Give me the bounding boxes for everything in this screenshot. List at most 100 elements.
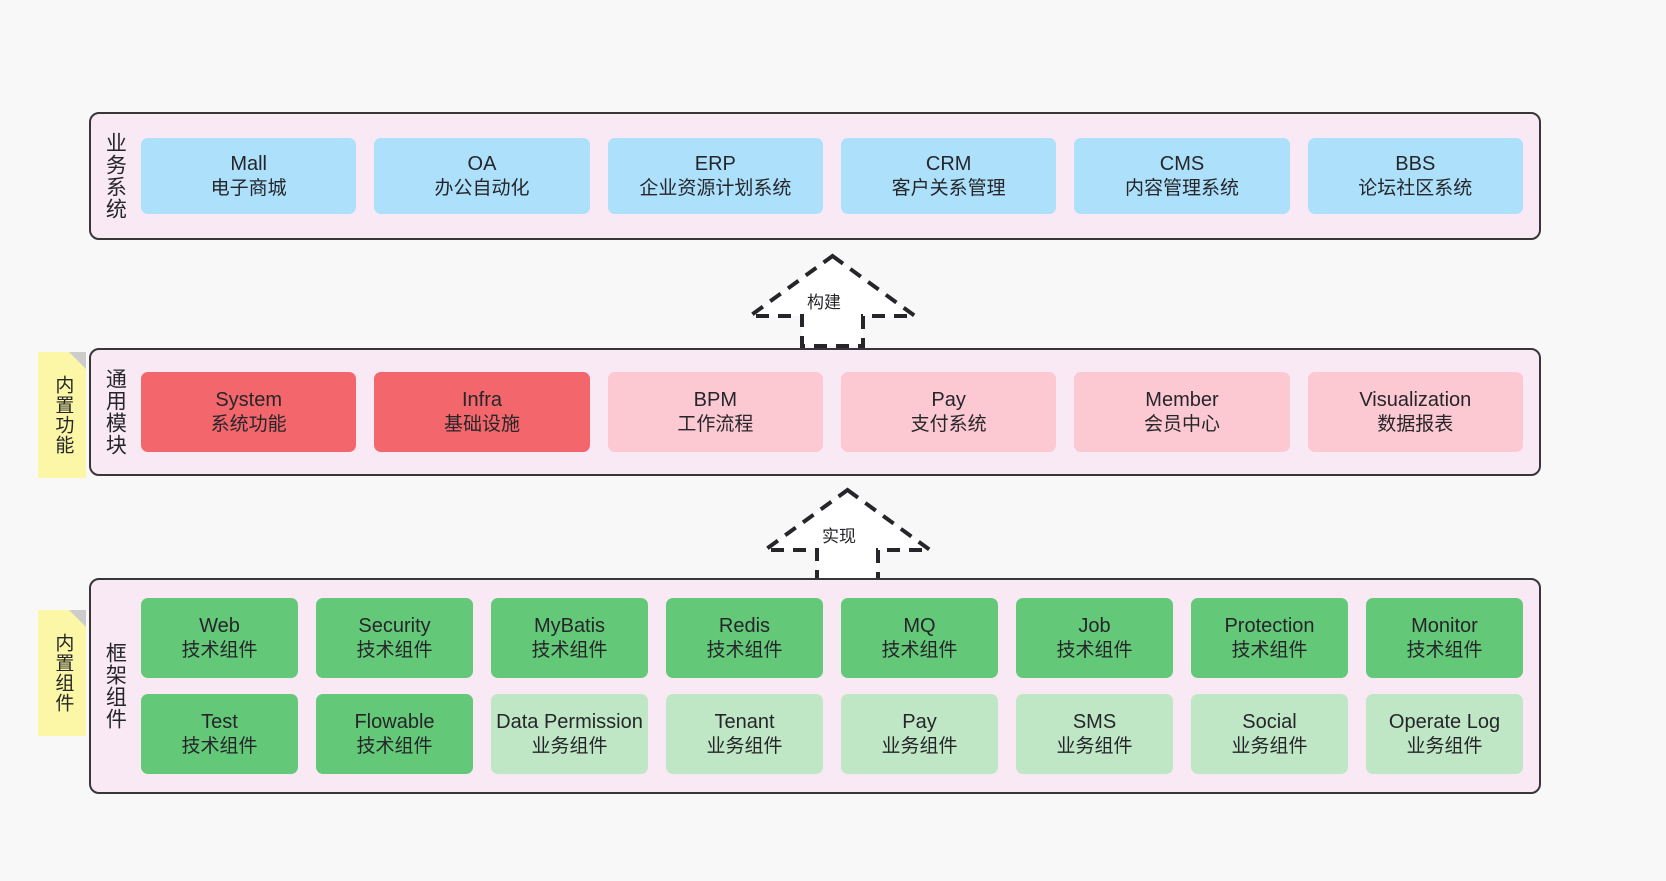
module-card-member[interactable]: Member 会员中心 [1074,372,1290,452]
component-card-social[interactable]: Social 业务组件 [1191,694,1348,774]
module-card-title: Member [1145,389,1219,412]
connector-implement-arrow [760,487,935,582]
module-card-subtitle: 数据报表 [1377,413,1454,435]
component-card-title: SMS [1072,711,1117,734]
connector-implement-label: 实现 [822,527,856,546]
connector-build-label: 构建 [807,293,841,312]
note-label: 内置功能 [52,375,74,455]
note-builtin-components[interactable]: 内置组件 [38,610,86,736]
component-card-mybatis[interactable]: MyBatis 技术组件 [491,598,648,678]
module-card-title: BPM [693,389,737,412]
component-card-test[interactable]: Test 技术组件 [141,694,298,774]
component-card-title: Web [199,615,240,638]
module-card-title: Pay [931,389,966,412]
module-card-bpm[interactable]: BPM 工作流程 [607,372,823,452]
component-card-title: Job [1078,615,1111,638]
component-card-title: Data Permission [496,711,643,734]
layer-body-common-modules: System 系统功能 Infra 基础设施 BPM 工作流程 Pay 支付系统… [137,350,1539,474]
module-card-subtitle: 工作流程 [677,413,754,435]
component-card-redis[interactable]: Redis 技术组件 [666,598,823,678]
component-card-title: MyBatis [533,615,606,638]
layer-row: Test 技术组件 Flowable 技术组件 Data Permission … [141,694,1523,774]
module-card-mall[interactable]: Mall 电子商城 [141,138,357,214]
module-card-crm[interactable]: CRM 客户关系管理 [840,138,1057,214]
component-card-title: Social [1242,711,1297,734]
module-card-bbs[interactable]: BBS 论坛社区系统 [1307,138,1523,214]
component-card-subtitle: 技术组件 [881,639,958,661]
component-card-data-permission[interactable]: Data Permission 业务组件 [491,694,648,774]
layer-title-business-system: 业务系统 [103,132,127,220]
component-card-subtitle: 技术组件 [356,639,433,661]
component-card-title: Redis [718,615,771,638]
module-card-title: CMS [1159,153,1205,176]
note-label: 内置组件 [52,633,74,713]
module-card-system[interactable]: System 系统功能 [141,372,357,452]
note-builtin-features[interactable]: 内置功能 [38,352,86,478]
component-card-tenant[interactable]: Tenant 业务组件 [666,694,823,774]
module-card-title: CRM [925,153,972,176]
component-card-title: Pay [902,711,937,734]
module-card-visualization[interactable]: Visualization 数据报表 [1307,372,1523,452]
component-card-title: Flowable [354,711,435,734]
component-card-pay[interactable]: Pay 业务组件 [841,694,998,774]
component-card-subtitle: 技术组件 [181,735,258,757]
component-card-sms[interactable]: SMS 业务组件 [1016,694,1173,774]
module-card-title: ERP [694,153,736,176]
component-card-subtitle: 技术组件 [1056,639,1133,661]
module-card-subtitle: 支付系统 [910,413,987,435]
module-card-title: Infra [461,389,502,412]
layer-framework-components[interactable]: 框架组件 Web 技术组件 Security 技术组件 MyBatis 技术组件… [89,578,1541,794]
component-card-title: Test [201,711,238,734]
component-card-title: Security [358,615,431,638]
component-card-title: Operate Log [1388,711,1501,734]
component-card-subtitle: 技术组件 [181,639,258,661]
layer-common-modules[interactable]: 通用模块 System 系统功能 Infra 基础设施 BPM 工作流程 Pay… [89,348,1541,476]
component-card-web[interactable]: Web 技术组件 [141,598,298,678]
component-card-subtitle: 业务组件 [881,735,958,757]
module-card-subtitle: 客户关系管理 [891,177,1006,199]
module-card-subtitle: 办公自动化 [434,177,530,199]
component-card-mq[interactable]: MQ 技术组件 [841,598,998,678]
component-card-subtitle: 技术组件 [706,639,783,661]
module-card-title: System [215,389,282,412]
module-card-erp[interactable]: ERP 企业资源计划系统 [607,138,823,214]
component-card-subtitle: 业务组件 [706,735,783,757]
module-card-title: OA [467,153,497,176]
component-card-job[interactable]: Job 技术组件 [1016,598,1173,678]
component-card-protection[interactable]: Protection 技术组件 [1191,598,1348,678]
component-card-security[interactable]: Security 技术组件 [316,598,473,678]
component-card-subtitle: 技术组件 [1406,639,1483,661]
module-card-subtitle: 会员中心 [1143,413,1220,435]
layer-business-system[interactable]: 业务系统 Mall 电子商城 OA 办公自动化 ERP 企业资源计划系统 CRM… [89,112,1541,240]
component-card-title: MQ [903,615,936,638]
component-card-subtitle: 技术组件 [531,639,608,661]
module-card-subtitle: 系统功能 [210,413,287,435]
module-card-subtitle: 企业资源计划系统 [639,177,792,199]
module-card-infra[interactable]: Infra 基础设施 [374,372,590,452]
module-card-title: Mall [230,153,267,176]
layer-body-framework-components: Web 技术组件 Security 技术组件 MyBatis 技术组件 Redi… [137,580,1539,792]
component-card-monitor[interactable]: Monitor 技术组件 [1366,598,1523,678]
layer-row: Mall 电子商城 OA 办公自动化 ERP 企业资源计划系统 CRM 客户关系… [141,138,1523,214]
component-card-subtitle: 业务组件 [531,735,608,757]
component-card-flowable[interactable]: Flowable 技术组件 [316,694,473,774]
module-card-cms[interactable]: CMS 内容管理系统 [1074,138,1290,214]
layer-body-business-system: Mall 电子商城 OA 办公自动化 ERP 企业资源计划系统 CRM 客户关系… [137,114,1539,238]
layer-title-framework-components: 框架组件 [103,642,127,730]
layer-row: Web 技术组件 Security 技术组件 MyBatis 技术组件 Redi… [141,598,1523,678]
module-card-subtitle: 论坛社区系统 [1358,177,1473,199]
layer-title-common-modules: 通用模块 [103,368,127,456]
module-card-oa[interactable]: OA 办公自动化 [374,138,590,214]
component-card-subtitle: 业务组件 [1406,735,1483,757]
module-card-pay[interactable]: Pay 支付系统 [840,372,1057,452]
module-card-subtitle: 内容管理系统 [1124,177,1239,199]
layer-row: System 系统功能 Infra 基础设施 BPM 工作流程 Pay 支付系统… [141,372,1523,452]
component-card-operate-log[interactable]: Operate Log 业务组件 [1366,694,1523,774]
component-card-title: Tenant [714,711,775,734]
component-card-subtitle: 技术组件 [356,735,433,757]
component-card-subtitle: 业务组件 [1056,735,1133,757]
component-card-title: Protection [1224,615,1315,638]
module-card-subtitle: 基础设施 [443,413,520,435]
module-card-title: Visualization [1359,389,1472,412]
